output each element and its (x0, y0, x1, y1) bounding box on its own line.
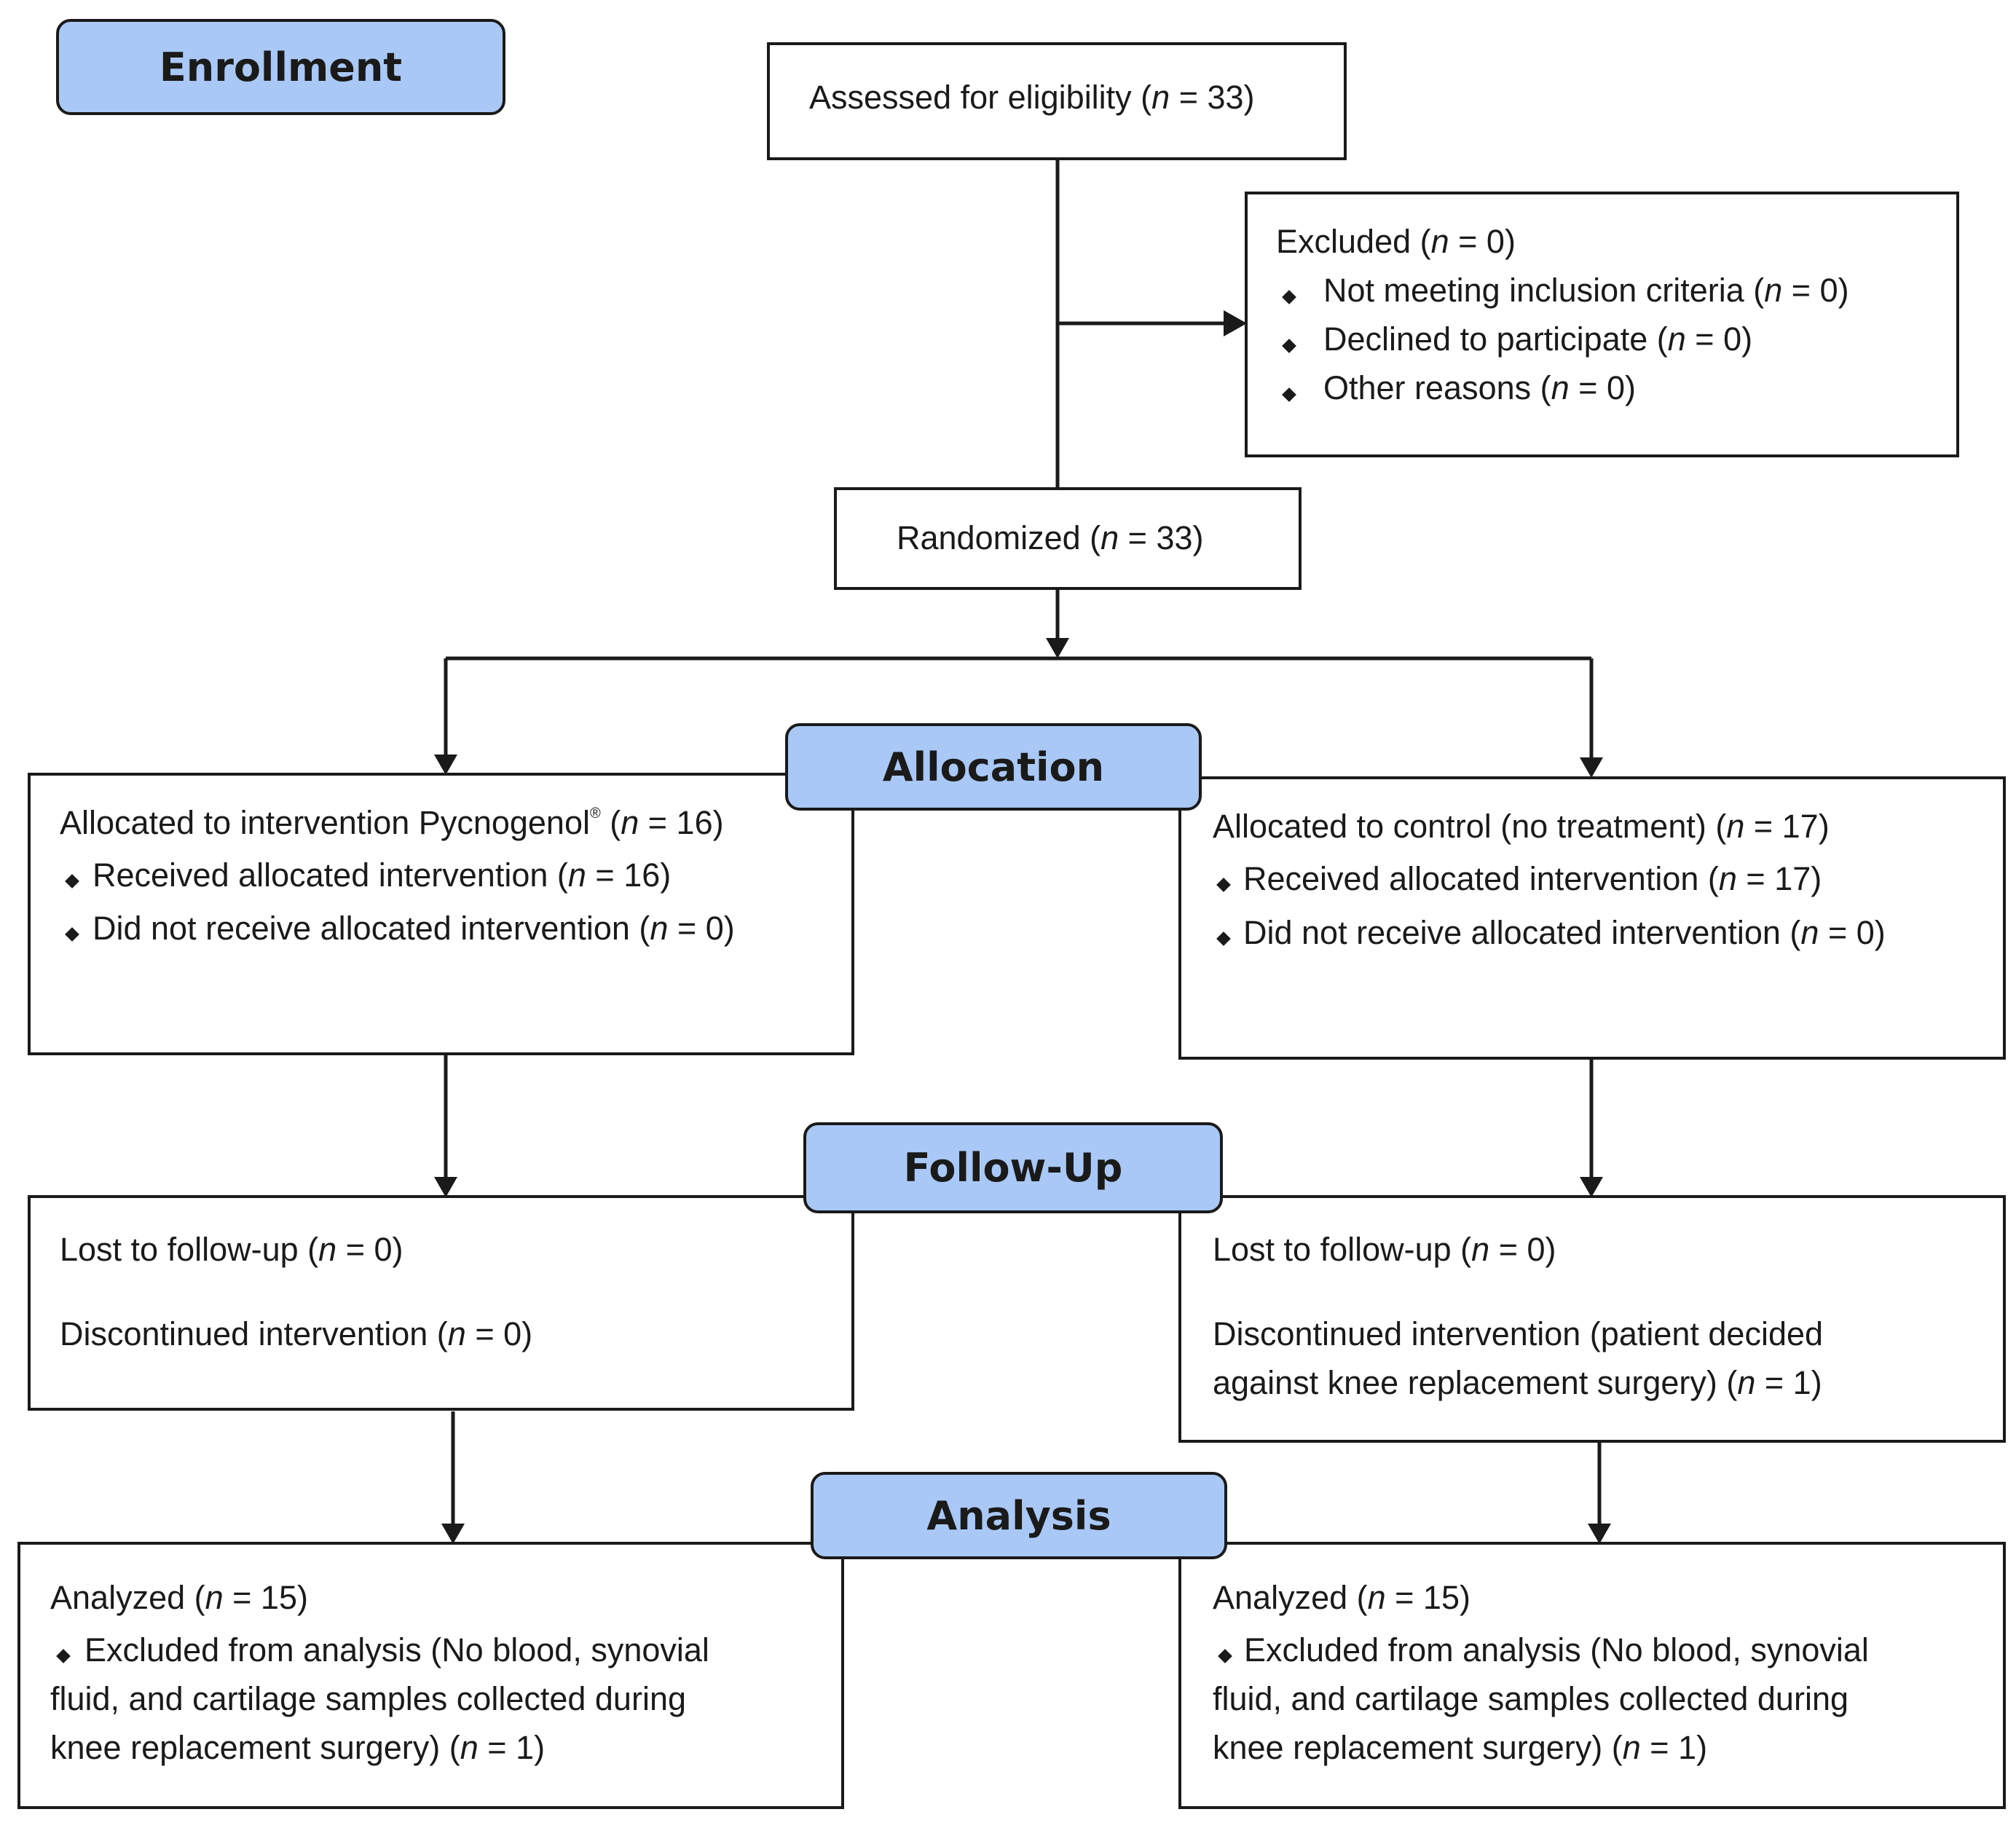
box-followup-intervention: Lost to follow-up (n = 0) Discontinued i… (28, 1195, 854, 1411)
bullet-icon (1282, 339, 1296, 353)
stage-label-allocation-text: Allocation (882, 744, 1105, 790)
stage-label-enrollment-text: Enrollment (159, 44, 403, 90)
box-randomized: Randomized (n = 33) (834, 487, 1302, 590)
bullet-icon (1282, 290, 1296, 304)
intervention-received: Received allocated intervention (n = 16) (92, 856, 672, 894)
control-received: Received allocated intervention (n = 17) (1243, 860, 1822, 897)
arrow-to-intervention (434, 755, 457, 775)
allocated-intervention-title: Allocated to intervention Pycnogenol® (n… (60, 804, 724, 841)
analysis-intervention-analyzed: Analyzed (n = 15) (50, 1579, 308, 1616)
arrow-to-analysis-left (441, 1524, 465, 1544)
followup-intervention-discontinued: Discontinued intervention (n = 0) (60, 1315, 533, 1352)
assessed-text: Assessed for eligibility (n = 33) (809, 79, 1255, 116)
stage-label-enrollment: Enrollment (56, 19, 505, 115)
box-analysis-control: Analyzed (n = 15) Excluded from analysis… (1178, 1542, 2006, 1809)
randomized-text: Randomized (n = 33) (897, 519, 1204, 556)
stage-label-analysis: Analysis (811, 1472, 1227, 1559)
bullet-icon (56, 1649, 71, 1663)
bullet-icon (1216, 878, 1231, 892)
bullet-icon (1282, 387, 1296, 402)
followup-control-lost: Lost to follow-up (n = 0) (1213, 1231, 1556, 1268)
excluded-reason-declined: Declined to participate (n = 0) (1323, 320, 1753, 358)
arrow-to-split (1046, 638, 1069, 658)
intervention-not-received: Did not receive allocated intervention (… (92, 910, 735, 947)
analysis-intervention-excluded-line3: knee replacement surgery) (n = 1) (50, 1729, 546, 1766)
arrow-to-followup-left (434, 1177, 457, 1197)
stage-label-analysis-text: Analysis (926, 1492, 1111, 1539)
stage-label-allocation: Allocation (785, 723, 1202, 811)
box-allocated-control: Allocated to control (no treatment) (n =… (1178, 776, 2006, 1060)
excluded-title: Excluded (n = 0) (1276, 223, 1516, 260)
analysis-control-excluded-line3: knee replacement surgery) (n = 1) (1213, 1729, 1708, 1766)
followup-control-discontinued-line1: Discontinued intervention (patient decid… (1213, 1315, 1824, 1352)
allocated-control-title: Allocated to control (no treatment) (n =… (1213, 808, 1830, 845)
box-allocated-intervention: Allocated to intervention Pycnogenol® (n… (28, 773, 854, 1055)
arrow-to-excluded (1224, 310, 1247, 336)
excluded-reason-not-meeting: Not meeting inclusion criteria (n = 0) (1323, 272, 1849, 309)
analysis-control-excluded-line2: fluid, and cartilage samples collected d… (1213, 1680, 1848, 1717)
followup-control-discontinued-line2: against knee replacement surgery) (n = 1… (1213, 1364, 1822, 1401)
control-not-received: Did not receive allocated intervention (… (1243, 914, 1886, 951)
analysis-intervention-excluded-line1: Excluded from analysis (No blood, synovi… (84, 1631, 709, 1669)
box-assessed-eligibility: Assessed for eligibility (n = 33) (767, 42, 1347, 160)
box-analysis-intervention: Analyzed (n = 15) Excluded from analysis… (17, 1542, 844, 1809)
analysis-control-excluded-line1: Excluded from analysis (No blood, synovi… (1244, 1631, 1869, 1669)
excluded-reason-other: Other reasons (n = 0) (1323, 369, 1636, 406)
analysis-control-analyzed: Analyzed (n = 15) (1213, 1579, 1470, 1616)
analysis-intervention-excluded-line2: fluid, and cartilage samples collected d… (50, 1680, 686, 1717)
bullet-icon (65, 874, 79, 889)
box-followup-control: Lost to follow-up (n = 0) Discontinued i… (1178, 1195, 2006, 1443)
followup-intervention-lost: Lost to follow-up (n = 0) (60, 1231, 403, 1268)
arrow-to-analysis-right (1588, 1524, 1611, 1544)
bullet-icon (1218, 1649, 1232, 1663)
arrow-to-followup-right (1580, 1177, 1603, 1197)
stage-label-follow-up: Follow-Up (803, 1122, 1223, 1213)
bullet-icon (65, 927, 79, 942)
bullet-icon (1216, 931, 1231, 946)
stage-label-follow-up-text: Follow-Up (903, 1145, 1123, 1191)
box-excluded: Excluded (n = 0) Not meeting inclusion c… (1245, 192, 1959, 457)
arrow-to-control (1580, 757, 1603, 778)
